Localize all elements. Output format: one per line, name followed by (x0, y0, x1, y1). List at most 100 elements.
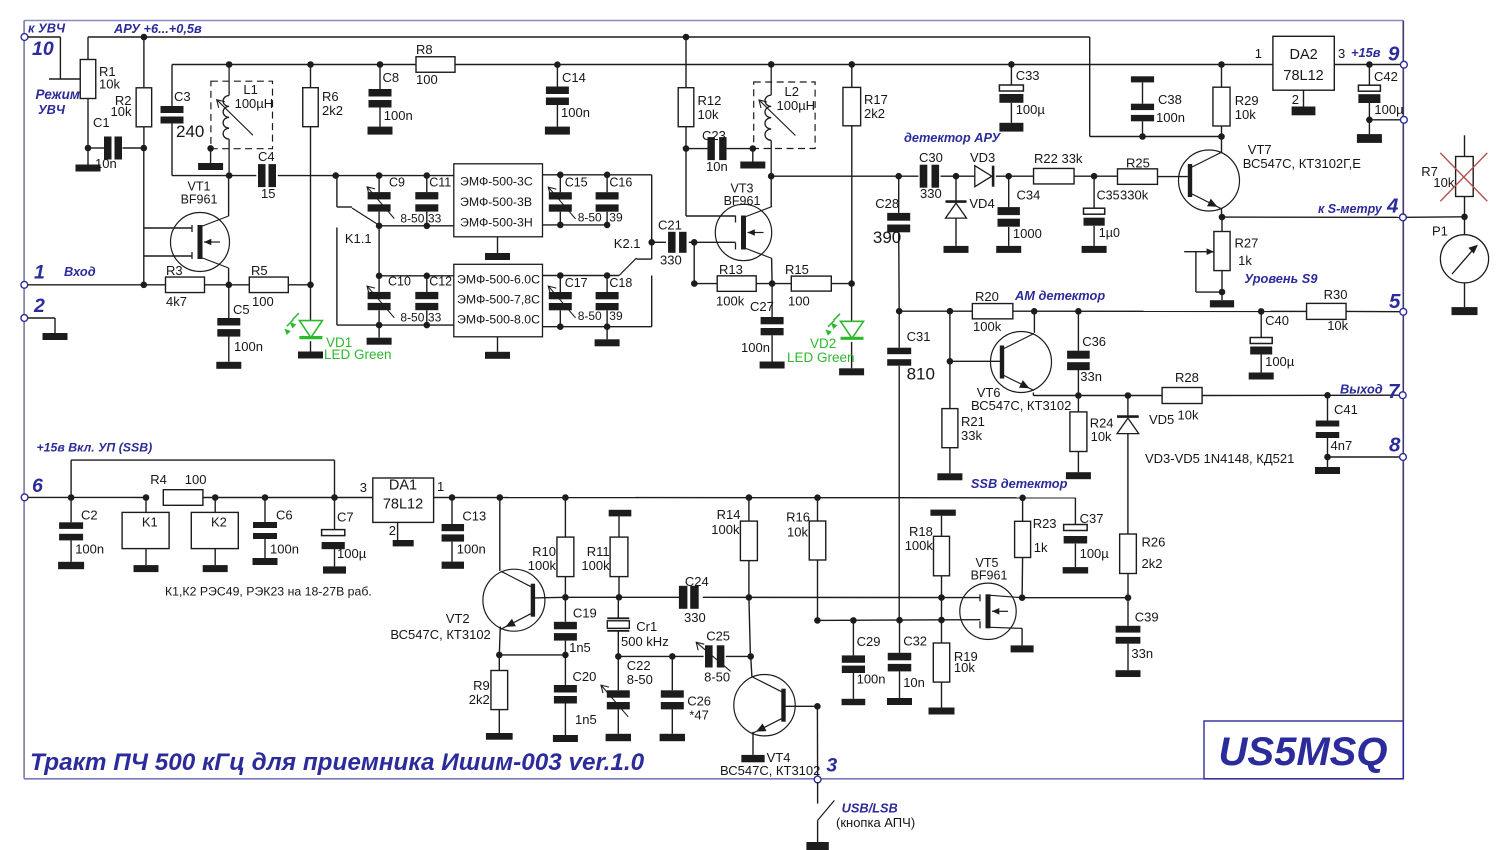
svg-text:100k: 100k (973, 319, 1002, 334)
svg-text:VT3: VT3 (731, 182, 754, 196)
svg-text:ВС547С, КТ3102: ВС547С, КТ3102 (720, 763, 820, 778)
svg-text:100µ: 100µ (337, 546, 367, 561)
svg-text:330: 330 (660, 253, 682, 268)
svg-text:C15: C15 (565, 176, 588, 190)
svg-text:100µH: 100µH (777, 98, 816, 113)
svg-text:R20: R20 (975, 289, 999, 304)
svg-text:10k: 10k (787, 525, 808, 540)
svg-text:100: 100 (252, 294, 274, 309)
svg-text:1000: 1000 (1013, 226, 1042, 241)
svg-text:C23: C23 (702, 128, 726, 143)
svg-text:VD3-VD5 1N4148, КД521: VD3-VD5 1N4148, КД521 (1145, 451, 1294, 466)
svg-text:4n7: 4n7 (1331, 438, 1353, 453)
svg-text:C2: C2 (81, 508, 98, 523)
svg-text:C11: C11 (429, 176, 451, 190)
svg-text:100n: 100n (234, 339, 263, 354)
svg-text:8-50: 8-50 (400, 212, 424, 226)
svg-text:1µ0: 1µ0 (1099, 226, 1120, 240)
svg-text:USB/LSB: USB/LSB (842, 801, 898, 816)
svg-text:C41: C41 (1334, 402, 1358, 417)
svg-text:R10: R10 (532, 544, 556, 559)
svg-text:R9: R9 (473, 678, 490, 693)
svg-text:*47: *47 (689, 708, 709, 723)
svg-text:C26: C26 (687, 694, 711, 709)
svg-text:R18: R18 (909, 524, 933, 539)
svg-text:R22 33k: R22 33k (1034, 151, 1083, 166)
svg-text:100µ: 100µ (1016, 102, 1046, 117)
svg-text:10k: 10k (1327, 318, 1348, 333)
svg-text:R12: R12 (698, 93, 722, 108)
svg-text:R16: R16 (786, 510, 810, 525)
svg-text:100k: 100k (716, 294, 745, 309)
svg-text:240: 240 (176, 122, 204, 141)
svg-text:C10: C10 (388, 275, 411, 289)
svg-text:VT4: VT4 (767, 750, 791, 765)
svg-text:C1: C1 (93, 115, 110, 130)
svg-text:100n: 100n (270, 542, 299, 557)
svg-text:810: 810 (907, 365, 935, 384)
svg-text:2k2: 2k2 (864, 106, 885, 121)
svg-text:ЭМФ-500-3Н: ЭМФ-500-3Н (460, 216, 533, 230)
svg-text:R5: R5 (251, 263, 268, 278)
svg-text:100µH: 100µH (235, 96, 274, 111)
svg-text:C28: C28 (875, 196, 899, 211)
svg-text:K2: K2 (211, 515, 227, 530)
svg-text:3: 3 (826, 755, 837, 777)
svg-text:C39: C39 (1135, 610, 1159, 625)
svg-text:390: 390 (873, 228, 901, 247)
svg-text:АМ детектор: АМ детектор (1014, 288, 1105, 303)
svg-text:5: 5 (1389, 290, 1401, 313)
svg-text:2k2: 2k2 (469, 692, 490, 707)
svg-text:1k: 1k (1034, 540, 1048, 555)
svg-text:R28: R28 (1175, 370, 1199, 385)
svg-text:10n: 10n (706, 159, 728, 174)
svg-text:33k: 33k (961, 428, 982, 443)
svg-text:1k: 1k (1238, 253, 1252, 268)
svg-text:C18: C18 (609, 276, 632, 290)
svg-text:BF961: BF961 (971, 569, 1008, 583)
svg-text:R19: R19 (954, 649, 978, 664)
svg-text:100µ: 100µ (1265, 354, 1295, 369)
svg-text:100n: 100n (1156, 110, 1185, 125)
svg-text:DA2: DA2 (1289, 47, 1317, 63)
svg-text:R29: R29 (1235, 93, 1259, 108)
svg-text:10k: 10k (1235, 107, 1256, 122)
svg-text:100k: 100k (528, 558, 557, 573)
svg-text:10k: 10k (954, 660, 975, 675)
svg-text:100µ: 100µ (1374, 102, 1404, 117)
svg-text:к УВЧ: к УВЧ (28, 21, 66, 36)
svg-text:К1,К2 РЭС49, РЭК23 на 18-27В р: К1,К2 РЭС49, РЭК23 на 18-27В раб. (165, 585, 372, 599)
svg-text:R13: R13 (719, 262, 743, 277)
svg-text:VT5: VT5 (976, 556, 999, 570)
svg-text:100: 100 (185, 472, 207, 487)
svg-text:C7: C7 (337, 510, 354, 525)
svg-text:100µ: 100µ (1080, 546, 1110, 561)
svg-text:DA1: DA1 (389, 478, 417, 494)
svg-text:C36: C36 (1082, 334, 1106, 349)
svg-text:33n: 33n (1080, 369, 1102, 384)
svg-text:C12: C12 (429, 275, 452, 289)
svg-text:C30: C30 (919, 150, 943, 165)
svg-text:VT6: VT6 (977, 385, 1001, 400)
svg-text:330: 330 (920, 186, 942, 201)
svg-text:33: 33 (428, 311, 442, 325)
svg-text:C40: C40 (1265, 313, 1289, 328)
svg-text:LED Green: LED Green (324, 347, 392, 362)
svg-text:Вход: Вход (64, 264, 96, 279)
svg-text:R3: R3 (166, 263, 183, 278)
svg-text:10n: 10n (903, 675, 925, 690)
svg-text:2k2: 2k2 (322, 103, 343, 118)
svg-text:Уровень S9: Уровень S9 (1244, 271, 1318, 286)
svg-text:Режим: Режим (36, 87, 80, 102)
svg-text:C38: C38 (1158, 92, 1182, 107)
svg-text:8-50: 8-50 (578, 309, 602, 323)
svg-text:Cr1: Cr1 (636, 619, 657, 634)
svg-text:39: 39 (609, 211, 623, 225)
svg-text:100n: 100n (561, 105, 590, 120)
svg-text:R14: R14 (717, 507, 741, 522)
svg-text:C34: C34 (1017, 188, 1041, 203)
svg-text:L1: L1 (243, 82, 257, 97)
svg-text:100: 100 (788, 294, 810, 309)
svg-text:R23: R23 (1033, 516, 1057, 531)
svg-text:BF961: BF961 (181, 193, 218, 207)
